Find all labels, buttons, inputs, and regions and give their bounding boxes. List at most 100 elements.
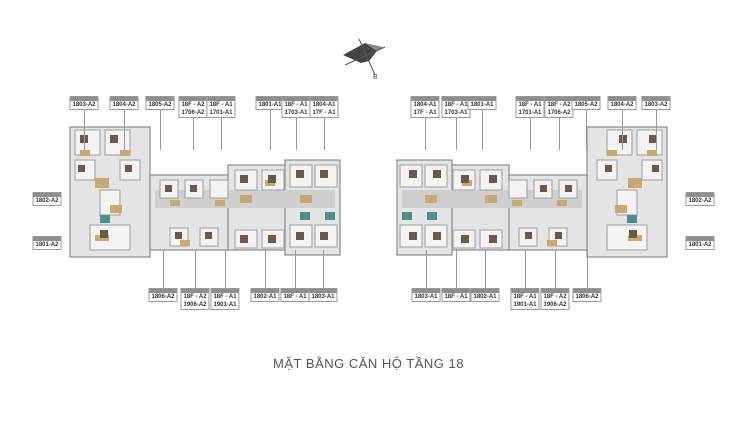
top-label: 1805-A2	[145, 96, 175, 110]
furniture	[125, 165, 132, 172]
unit-code: 1806-A2	[575, 294, 599, 300]
bottom-label: 1802-A1	[470, 288, 500, 302]
leader-line	[456, 118, 457, 150]
unit-code: 18F - A1	[284, 102, 308, 108]
unit-code: 1801-A1	[470, 102, 494, 108]
unit-code: 1901-A1	[513, 302, 537, 308]
label-header	[309, 289, 337, 293]
bathtub	[427, 212, 437, 220]
furniture	[461, 235, 469, 243]
top-label: 1805-A2	[571, 96, 601, 110]
bathtub	[627, 215, 637, 223]
furniture	[296, 170, 304, 178]
furniture	[175, 232, 182, 239]
wood-floor	[607, 150, 617, 156]
furniture	[110, 135, 118, 143]
leader-line	[84, 110, 85, 150]
label-header	[686, 237, 714, 241]
top-label: 1804-A2	[607, 96, 637, 110]
side-label: 1802-A2	[685, 192, 715, 206]
unit-code: 1803-A1	[414, 294, 438, 300]
bathtub	[100, 215, 110, 223]
unit-code: 1801-A2	[688, 242, 712, 248]
leader-line	[426, 250, 427, 288]
leader-line	[193, 118, 194, 150]
unit-code: 1906-A2	[183, 302, 207, 308]
unit-code: 18F - A2	[547, 102, 571, 108]
side-label: 1801-A2	[685, 236, 715, 250]
leader-line	[555, 250, 556, 288]
wood-floor	[215, 200, 225, 206]
label-header	[181, 289, 209, 293]
wood-floor	[300, 195, 312, 203]
bottom-label: 1802-A1	[250, 288, 280, 302]
unit-code: 1802-A2	[35, 198, 59, 204]
top-label: 1804-A1 17F - A1	[309, 96, 339, 118]
wood-floor	[628, 178, 642, 188]
furniture	[78, 165, 85, 172]
furniture	[320, 232, 328, 240]
label-header	[146, 97, 174, 101]
unit-code: 1803-A2	[72, 102, 96, 108]
wood-floor	[647, 150, 657, 156]
label-header	[412, 289, 440, 293]
leader-line	[587, 250, 588, 288]
label-header	[207, 97, 235, 101]
side-label: 1801-A2	[32, 236, 62, 250]
wood-floor	[485, 195, 497, 203]
furniture	[433, 170, 441, 178]
label-header	[211, 289, 239, 293]
furniture	[205, 232, 212, 239]
furniture	[240, 235, 248, 243]
label-header	[281, 289, 309, 293]
leader-line	[622, 110, 623, 150]
unit-code: 1803-A2	[644, 102, 668, 108]
label-header	[572, 97, 600, 101]
wood-floor	[512, 200, 522, 206]
label-header	[686, 193, 714, 197]
leader-line	[656, 110, 657, 150]
unit-code: 1804-A1	[312, 102, 336, 108]
furniture	[268, 235, 276, 243]
leader-line	[586, 110, 587, 150]
label-header	[468, 97, 496, 101]
furniture	[433, 232, 441, 240]
top-label: 18F - A1 1703-A1	[281, 96, 311, 118]
unit-code: 18F - A1	[209, 102, 233, 108]
leader-line	[482, 110, 483, 150]
unit-code: 1803-A1	[311, 294, 335, 300]
unit-code: 18F - A2	[183, 294, 207, 300]
unit-code: 1804-A2	[610, 102, 634, 108]
side-label: 1802-A2	[32, 192, 62, 206]
furniture	[629, 230, 637, 238]
wood-floor	[170, 200, 180, 206]
top-label: 1803-A2	[641, 96, 671, 110]
leader-line	[296, 118, 297, 150]
leader-line	[195, 250, 196, 288]
furniture	[296, 232, 304, 240]
unit-code: 1703-A1	[284, 110, 308, 116]
leader-line	[559, 118, 560, 150]
svg-text:B: B	[373, 74, 378, 81]
unit-code: 1805-A2	[148, 102, 172, 108]
compass-rose-icon: B	[343, 38, 386, 81]
leader-line	[324, 118, 325, 150]
bathtub	[300, 212, 310, 220]
furniture	[489, 175, 497, 183]
leader-line	[225, 250, 226, 288]
top-label: 1801-A1	[255, 96, 285, 110]
label-header	[545, 97, 573, 101]
unit-code: 17F - A1	[312, 110, 336, 116]
unit-code: 1802-A1	[473, 294, 497, 300]
furniture	[649, 135, 657, 143]
leader-line	[270, 110, 271, 150]
label-header	[573, 289, 601, 293]
furniture	[555, 232, 562, 239]
label-header	[471, 289, 499, 293]
label-header	[33, 237, 61, 241]
label-header	[511, 289, 539, 293]
